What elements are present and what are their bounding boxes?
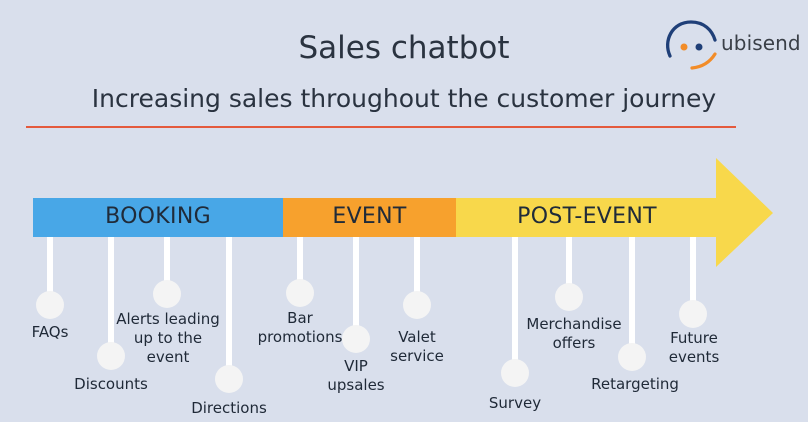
future-events-stem [690, 237, 696, 313]
journey-item-retargeting: Retargeting [591, 375, 679, 393]
logo-arc-icon [666, 20, 717, 58]
survey-node-icon [501, 359, 529, 387]
journey-item-vip-upsales: VIP upsales [327, 357, 385, 394]
booking-phase-bar [33, 198, 283, 237]
logo-orange-dot-icon [680, 43, 688, 51]
directions-stem [226, 237, 232, 378]
journey-item-directions: Directions [191, 399, 267, 417]
directions-node-icon [215, 365, 243, 393]
discounts-stem [108, 237, 114, 355]
valet-service-node-icon [403, 291, 431, 319]
faqs-node-icon [36, 291, 64, 319]
post-event-phase-bar [456, 198, 718, 237]
vip-upsales-node-icon [342, 325, 370, 353]
phase-label-event: EVENT [332, 204, 407, 229]
brand-logo: ubisend [662, 16, 802, 72]
logo-blue-dot-icon [695, 43, 703, 51]
journey-item-merchandise-offers: Merchandise offers [526, 315, 622, 352]
future-events-node-icon [679, 300, 707, 328]
journey-item-valet-service: Valet service [390, 328, 444, 365]
phase-label-booking: BOOKING [105, 204, 211, 229]
page-subtitle: Increasing sales throughout the customer… [91, 84, 717, 113]
retargeting-stem [629, 237, 635, 356]
faqs-stem [47, 237, 53, 303]
survey-stem [512, 237, 518, 372]
journey-item-discounts: Discounts [74, 375, 148, 393]
alerts-node-icon [153, 280, 181, 308]
phase-label-post-event: POST-EVENT [517, 204, 657, 229]
page-title: Sales chatbot [298, 30, 510, 66]
post-event-arrowhead-icon [716, 158, 773, 267]
ubisend-logo-icon [666, 20, 717, 70]
event-phase-bar [283, 198, 456, 237]
bar-promotions-node-icon [286, 279, 314, 307]
journey-item-survey: Survey [488, 394, 542, 412]
journey-item-alerts: Alerts leading up to the event [116, 310, 220, 366]
vip-upsales-stem [353, 237, 359, 338]
alerts-stem [164, 237, 170, 293]
journey-item-bar-promotions: Bar promotions [257, 309, 343, 346]
retargeting-node-icon [618, 343, 646, 371]
merchandise-offers-node-icon [555, 283, 583, 311]
bar-promotions-stem [297, 237, 303, 291]
valet-service-stem [414, 237, 420, 304]
merchandise-offers-stem [566, 237, 572, 296]
journey-item-faqs: FAQs [31, 323, 69, 341]
logo-accent-arc-icon [690, 52, 717, 70]
brand-name: ubisend [721, 31, 801, 55]
discounts-node-icon [97, 342, 125, 370]
title-divider [26, 126, 736, 128]
journey-item-future-events: Future events [668, 329, 720, 366]
